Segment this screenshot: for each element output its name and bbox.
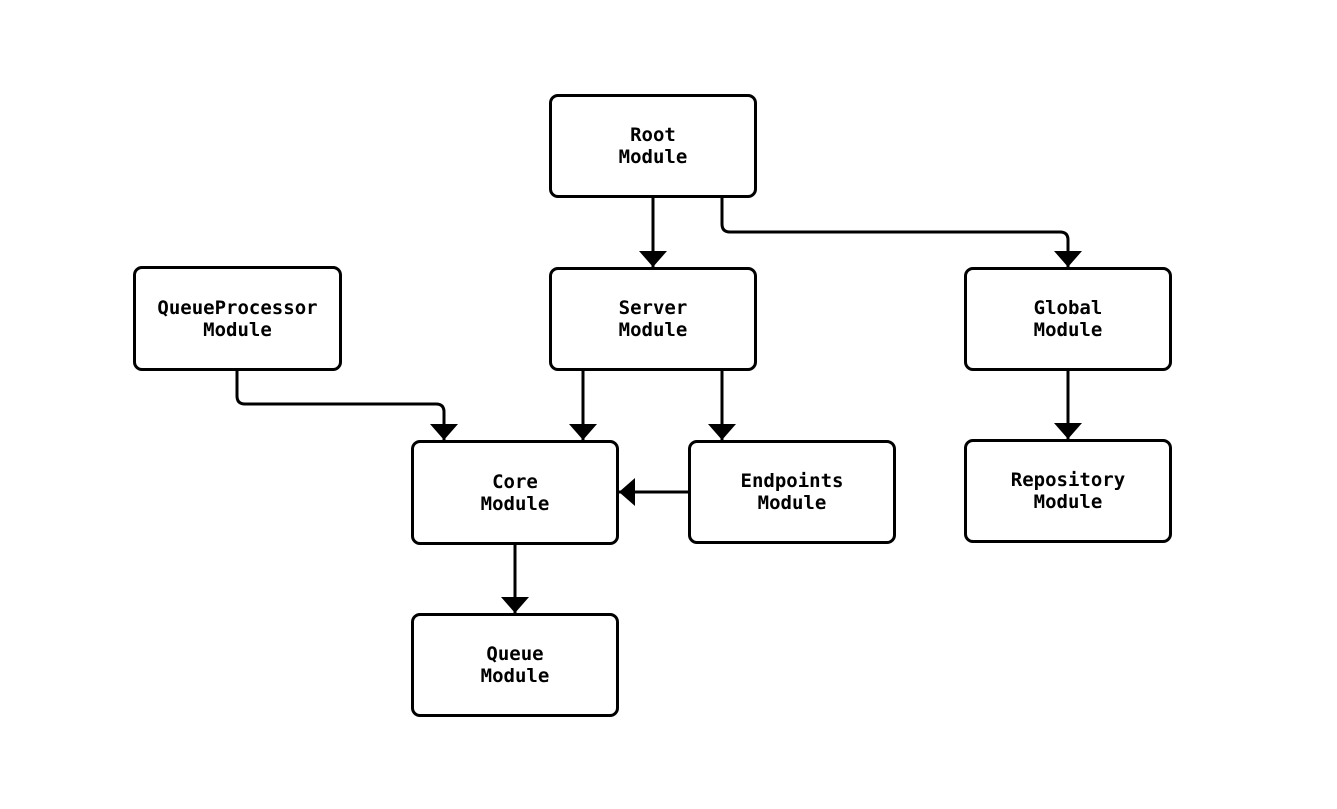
node-global: Global Module <box>964 267 1172 371</box>
edge-queueprocessor-core <box>235 371 446 440</box>
node-label-queueprocessor: QueueProcessor Module <box>157 296 318 341</box>
node-label-root: Root Module <box>618 124 688 168</box>
node-endpoints: Endpoints Module <box>688 440 896 544</box>
node-core: Core Module <box>411 440 619 545</box>
node-label-endpoints: Endpoints Module <box>740 470 844 514</box>
arrowhead-root-server <box>639 251 667 267</box>
arrowhead-server-endpoints <box>708 424 736 440</box>
node-label-core: Core Module <box>480 470 550 515</box>
arrowhead-global-repository <box>1054 423 1082 439</box>
node-root: Root Module <box>549 94 757 198</box>
node-repository: Repository Module <box>964 439 1172 543</box>
arrowhead-server-core <box>569 424 597 440</box>
node-label-repository: Repository Module <box>1010 469 1126 513</box>
node-queueprocessor: QueueProcessor Module <box>133 266 342 371</box>
node-label-queue: Queue Module <box>480 643 550 687</box>
node-label-global: Global Module <box>1033 297 1103 341</box>
node-queue: Queue Module <box>411 613 619 717</box>
node-server: Server Module <box>549 267 757 371</box>
arrowhead-core-queue <box>501 597 529 613</box>
edge-root-global <box>720 198 1070 267</box>
arrowhead-root-global <box>1054 251 1082 267</box>
arrowhead-endpoints-core <box>619 478 635 506</box>
arrowhead-queueprocessor-core <box>430 424 458 440</box>
node-label-server: Server Module <box>618 297 688 341</box>
